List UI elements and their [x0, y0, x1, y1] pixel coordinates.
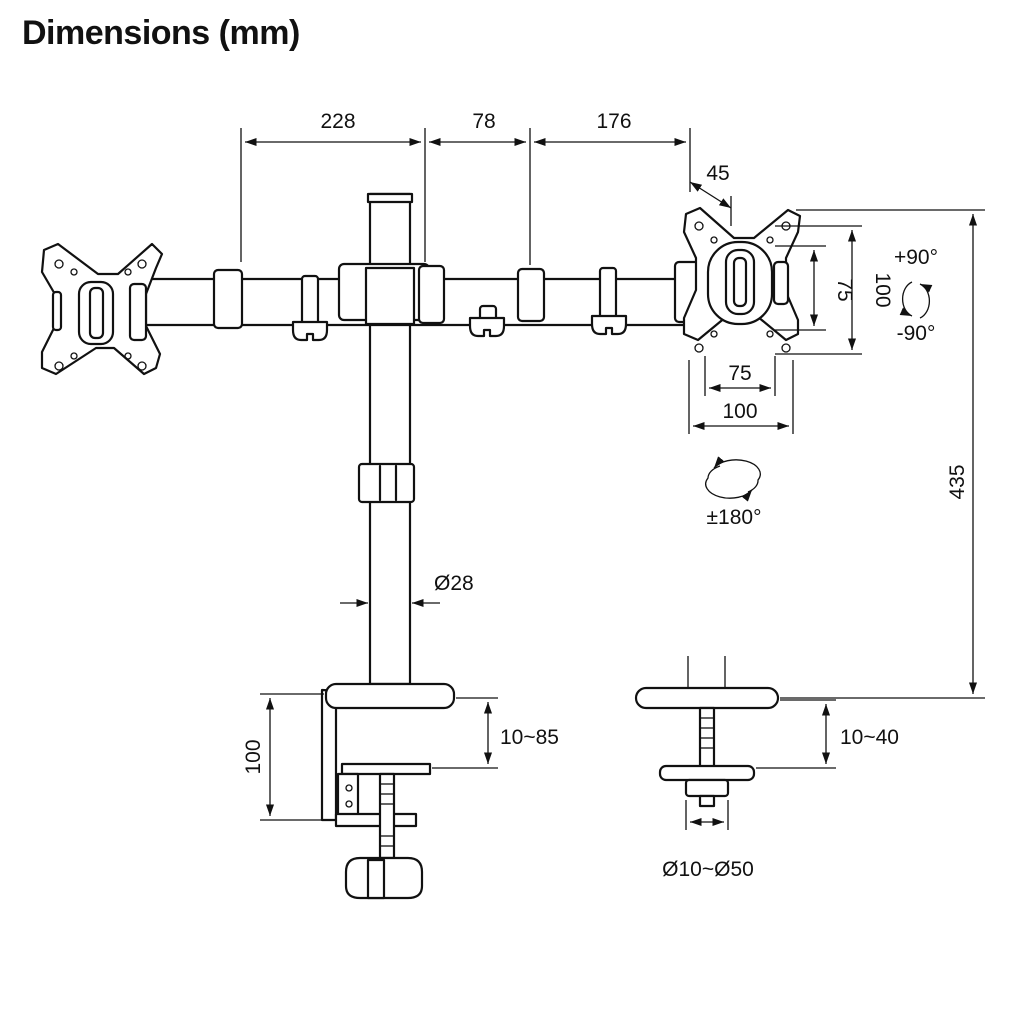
height-dimension — [780, 209, 985, 699]
dim-label-vesa-h-100: 100 — [871, 272, 894, 307]
dim-label-clamp-height: 100 — [242, 739, 265, 774]
top-dimensions — [240, 128, 732, 265]
dim-label-grommet-range: 10~40 — [840, 726, 899, 749]
swivel-rotation-icon — [705, 456, 761, 502]
clamp-dimensions — [260, 693, 498, 821]
dim-label-height: 435 — [946, 464, 969, 499]
dim-label-grommet-hole: Ø10~Ø50 — [662, 858, 754, 881]
vesa-dimensions — [688, 225, 862, 434]
dim-label-arm-seg-2: 78 — [472, 110, 495, 133]
grommet-dimensions — [756, 699, 836, 769]
tilt-down-label: -90° — [897, 322, 936, 345]
grommet-mount — [634, 656, 780, 830]
dim-label-clamp-range: 10~85 — [500, 726, 559, 749]
dim-label-vesa-w-75: 75 — [728, 362, 751, 385]
desk-clamp — [320, 682, 456, 900]
tilt-up-label: +90° — [894, 246, 938, 269]
left-vesa-plate — [40, 242, 164, 376]
dim-label-vesa-w-100: 100 — [722, 400, 757, 423]
dim-label-pole-diameter: Ø28 — [434, 572, 474, 595]
page-title: Dimensions (mm) — [22, 14, 300, 52]
dim-label-arm-seg-3: 176 — [596, 110, 631, 133]
arm — [138, 260, 701, 342]
dim-label-vesa-h-75: 75 — [833, 278, 856, 301]
dim-label-tilt-offset: 45 — [706, 162, 729, 185]
dim-label-arm-seg-1: 228 — [320, 110, 355, 133]
right-vesa-plate — [682, 206, 802, 353]
tilt-rotation-icon — [899, 281, 933, 319]
swivel-label: ±180° — [707, 506, 762, 529]
